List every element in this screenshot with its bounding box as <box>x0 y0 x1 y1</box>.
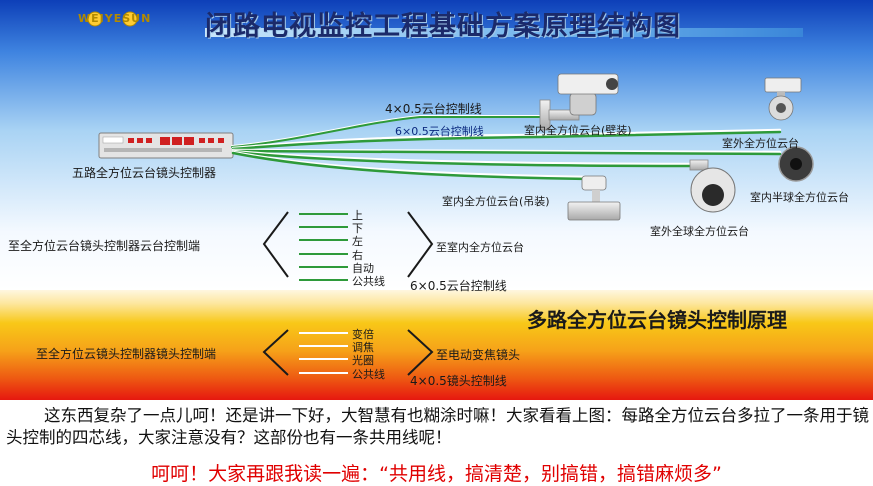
outdoor-ptz-camera-icon <box>764 77 802 121</box>
lens-wire-zoom: 变倍 <box>352 328 374 341</box>
cable-label-6x05-ptz-top: 6×0.5云台控制线 <box>395 125 484 138</box>
logo-text: WEIYESUN <box>78 12 152 25</box>
lens-wire-focus: 调焦 <box>352 341 374 354</box>
ptz-controller-device <box>98 132 234 159</box>
cable-label-4x05-ptz: 4×0.5云台控制线 <box>385 102 482 116</box>
camera-label-indoor-dome: 室内半球全方位云台 <box>750 191 849 204</box>
ptz-wiring-section <box>262 211 434 281</box>
lens-wire-iris: 光圈 <box>352 354 374 367</box>
cable-label-6x05-ptz-mid: 6×0.5云台控制线 <box>410 279 507 293</box>
warm-background <box>0 290 873 400</box>
ptz-wire-down: 下 <box>352 222 363 235</box>
camera-label-outdoor-ptz: 室外全方位云台 <box>722 137 799 150</box>
logo-icon <box>87 11 138 27</box>
title-underline-bar <box>205 28 803 37</box>
outdoor-dome-camera-icon <box>689 159 736 213</box>
controller-label: 五路全方位云台镜头控制器 <box>72 166 217 180</box>
cable-label-4x05-lens: 4×0.5镜头控制线 <box>410 374 507 388</box>
lens-wire-common: 公共线 <box>352 368 385 381</box>
lens-right-label: 至电动变焦镜头 <box>436 348 521 362</box>
camera-label-outdoor-dome: 室外全球全方位云台 <box>650 225 749 238</box>
lens-wiring-section <box>262 329 434 376</box>
ptz-wire-left: 左 <box>352 235 363 248</box>
ptz-left-label: 至全方位云台镜头控制器云台控制端 <box>8 239 201 253</box>
indoor-half-dome-camera-icon <box>778 146 814 182</box>
ptz-wire-right: 右 <box>352 249 363 262</box>
camera-label-indoor-ceiling: 室内全方位云台(吊装) <box>442 195 550 208</box>
ptz-wire-common: 公共线 <box>352 275 385 288</box>
text-background <box>0 400 873 485</box>
ptz-wire-up: 上 <box>352 209 363 222</box>
section-title: 多路全方位云台镜头控制原理 <box>527 308 787 332</box>
lens-left-label: 至全方位云镜头控制器镜头控制端 <box>36 347 217 361</box>
quote-line: 呵呵！大家再跟我读一遍：“共用线，搞清楚，别搞错，搞错麻烦多” <box>151 463 722 485</box>
camera-label-indoor-wall: 室内全方位云台(壁装) <box>524 124 632 137</box>
explanation-paragraph: 这东西复杂了一点儿呵！还是讲一下好，大智慧有也糊涂时嘛！大家看看上图：每路全方位… <box>6 406 869 447</box>
page-title: 闭路电视监控工程基础方案原理结构图 <box>205 11 681 42</box>
ptz-wire-auto: 自动 <box>352 262 374 275</box>
cable-bundle <box>231 115 782 181</box>
indoor-wall-camera-icon <box>539 73 619 131</box>
ptz-right-label: 至室内全方位云台 <box>436 241 524 254</box>
indoor-ceiling-camera-icon <box>567 175 621 221</box>
